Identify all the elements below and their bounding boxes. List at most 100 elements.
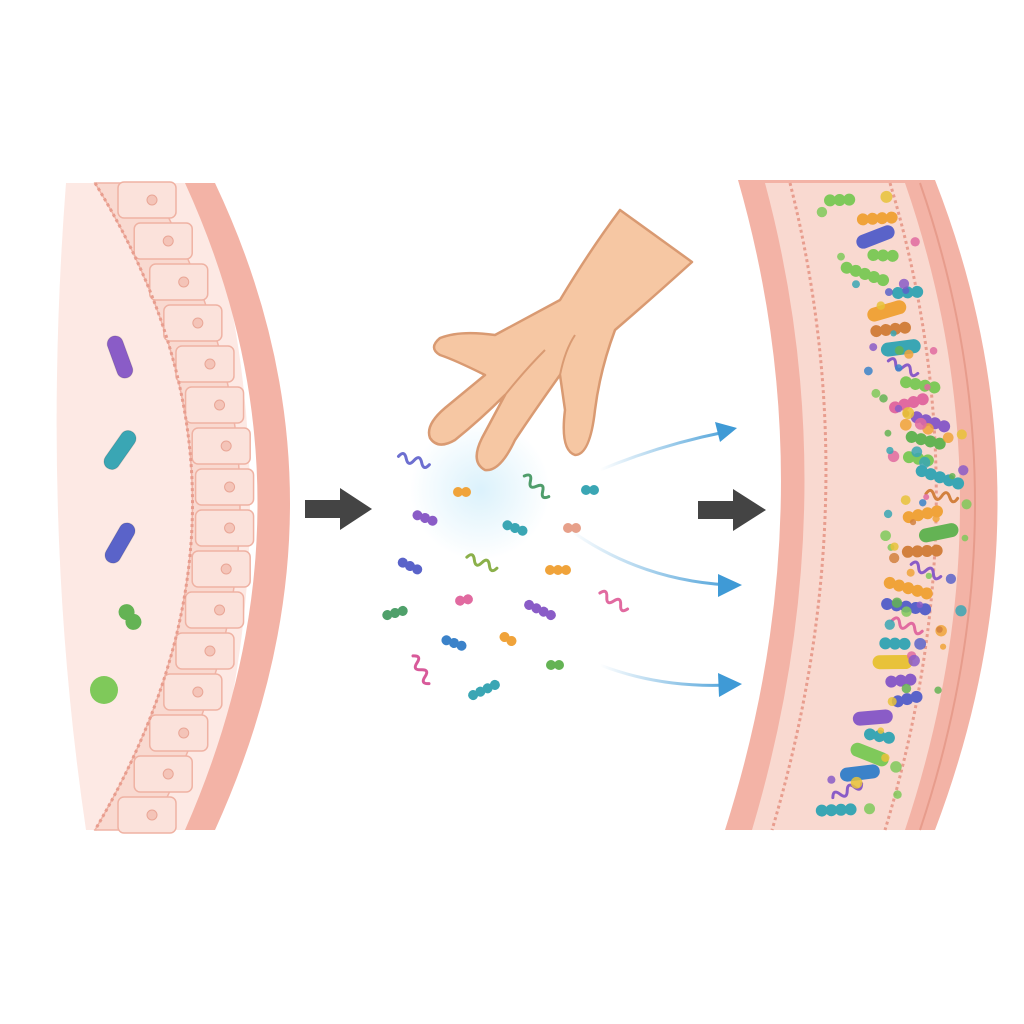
released-microbes bbox=[382, 452, 630, 701]
cell-nucleus bbox=[214, 604, 226, 616]
microbe bbox=[916, 601, 924, 609]
cell-nucleus bbox=[204, 645, 216, 657]
microbe bbox=[918, 523, 959, 543]
microbe bbox=[955, 605, 967, 617]
microbe bbox=[837, 252, 845, 261]
microbe bbox=[924, 383, 931, 391]
flow-arrow bbox=[599, 663, 742, 697]
microbe bbox=[880, 530, 891, 542]
microbe bbox=[894, 364, 903, 372]
microbe bbox=[890, 542, 899, 551]
microbe bbox=[880, 190, 893, 203]
microbe bbox=[856, 211, 898, 226]
sparse-microbes bbox=[90, 335, 142, 704]
microbe bbox=[103, 430, 137, 470]
microbe bbox=[900, 495, 911, 505]
microbe bbox=[465, 553, 499, 573]
microbe bbox=[961, 499, 972, 510]
microbe bbox=[869, 343, 878, 352]
microbe bbox=[502, 520, 528, 536]
microbe bbox=[902, 505, 943, 524]
microbe bbox=[945, 573, 957, 585]
microbe bbox=[877, 727, 885, 734]
microbe bbox=[887, 696, 897, 707]
cell-nucleus bbox=[214, 399, 226, 411]
microbe bbox=[886, 357, 920, 378]
microbe bbox=[893, 790, 902, 799]
microbe bbox=[940, 643, 947, 650]
microbe bbox=[910, 237, 920, 247]
arrow-right-icon bbox=[305, 488, 372, 530]
microbe bbox=[886, 446, 894, 455]
microbe bbox=[891, 597, 903, 608]
microbe bbox=[890, 616, 924, 636]
cell-nucleus bbox=[192, 317, 204, 329]
arrow-right-icon bbox=[698, 489, 766, 531]
hand-icon bbox=[427, 208, 694, 472]
microbe bbox=[106, 335, 134, 379]
microbe bbox=[852, 709, 893, 726]
microbe bbox=[545, 565, 571, 575]
cell-nucleus bbox=[204, 358, 216, 370]
microbe bbox=[598, 589, 630, 613]
microbe bbox=[411, 654, 431, 686]
microbe bbox=[397, 557, 423, 575]
flow-arrow bbox=[599, 422, 737, 472]
microbe bbox=[911, 446, 923, 458]
microbe bbox=[871, 388, 881, 398]
microbe bbox=[864, 803, 876, 815]
microbe bbox=[864, 728, 895, 744]
microbe bbox=[840, 261, 890, 287]
cell-nucleus bbox=[220, 563, 232, 575]
microbe bbox=[936, 626, 943, 633]
microbe bbox=[831, 782, 864, 800]
cell-nucleus bbox=[192, 686, 204, 698]
microbe bbox=[850, 742, 889, 767]
microbe bbox=[961, 534, 969, 542]
epithelial-cells bbox=[117, 181, 255, 834]
microbe bbox=[932, 514, 940, 523]
microbe bbox=[872, 655, 913, 670]
microbe bbox=[840, 764, 880, 782]
cell-nucleus bbox=[162, 768, 174, 780]
microbe bbox=[908, 654, 920, 667]
microbe bbox=[919, 456, 931, 469]
microbe bbox=[522, 473, 551, 500]
microbe bbox=[884, 288, 893, 297]
microbe bbox=[958, 465, 969, 476]
microbe bbox=[925, 572, 933, 580]
microbe bbox=[894, 345, 904, 355]
microbe bbox=[942, 432, 954, 444]
microbe bbox=[852, 280, 860, 289]
microbe bbox=[879, 637, 911, 650]
dense-microbes bbox=[815, 190, 972, 817]
microbe bbox=[890, 761, 902, 773]
cell-nucleus bbox=[162, 235, 174, 247]
microbe bbox=[104, 522, 136, 564]
cell-nucleus bbox=[178, 276, 190, 288]
microbe bbox=[898, 278, 910, 290]
gut-segment-before bbox=[56, 181, 290, 834]
microbe bbox=[906, 568, 915, 577]
microbe bbox=[956, 429, 967, 440]
microbe bbox=[919, 499, 927, 507]
microbe bbox=[118, 604, 142, 630]
microbe bbox=[879, 394, 888, 403]
microbe bbox=[899, 418, 912, 431]
microbe bbox=[441, 635, 467, 651]
microbe bbox=[876, 301, 886, 310]
brush-border bbox=[883, 182, 938, 831]
brush-border bbox=[770, 182, 828, 831]
microbe bbox=[382, 605, 408, 621]
microbe bbox=[892, 285, 924, 299]
microbe bbox=[90, 676, 118, 704]
microbe bbox=[949, 472, 956, 480]
microbe bbox=[581, 485, 599, 495]
microbe bbox=[904, 349, 914, 359]
cell-nucleus bbox=[146, 809, 158, 821]
microbe bbox=[867, 300, 907, 322]
microbe bbox=[909, 560, 943, 581]
microbe bbox=[894, 404, 903, 413]
